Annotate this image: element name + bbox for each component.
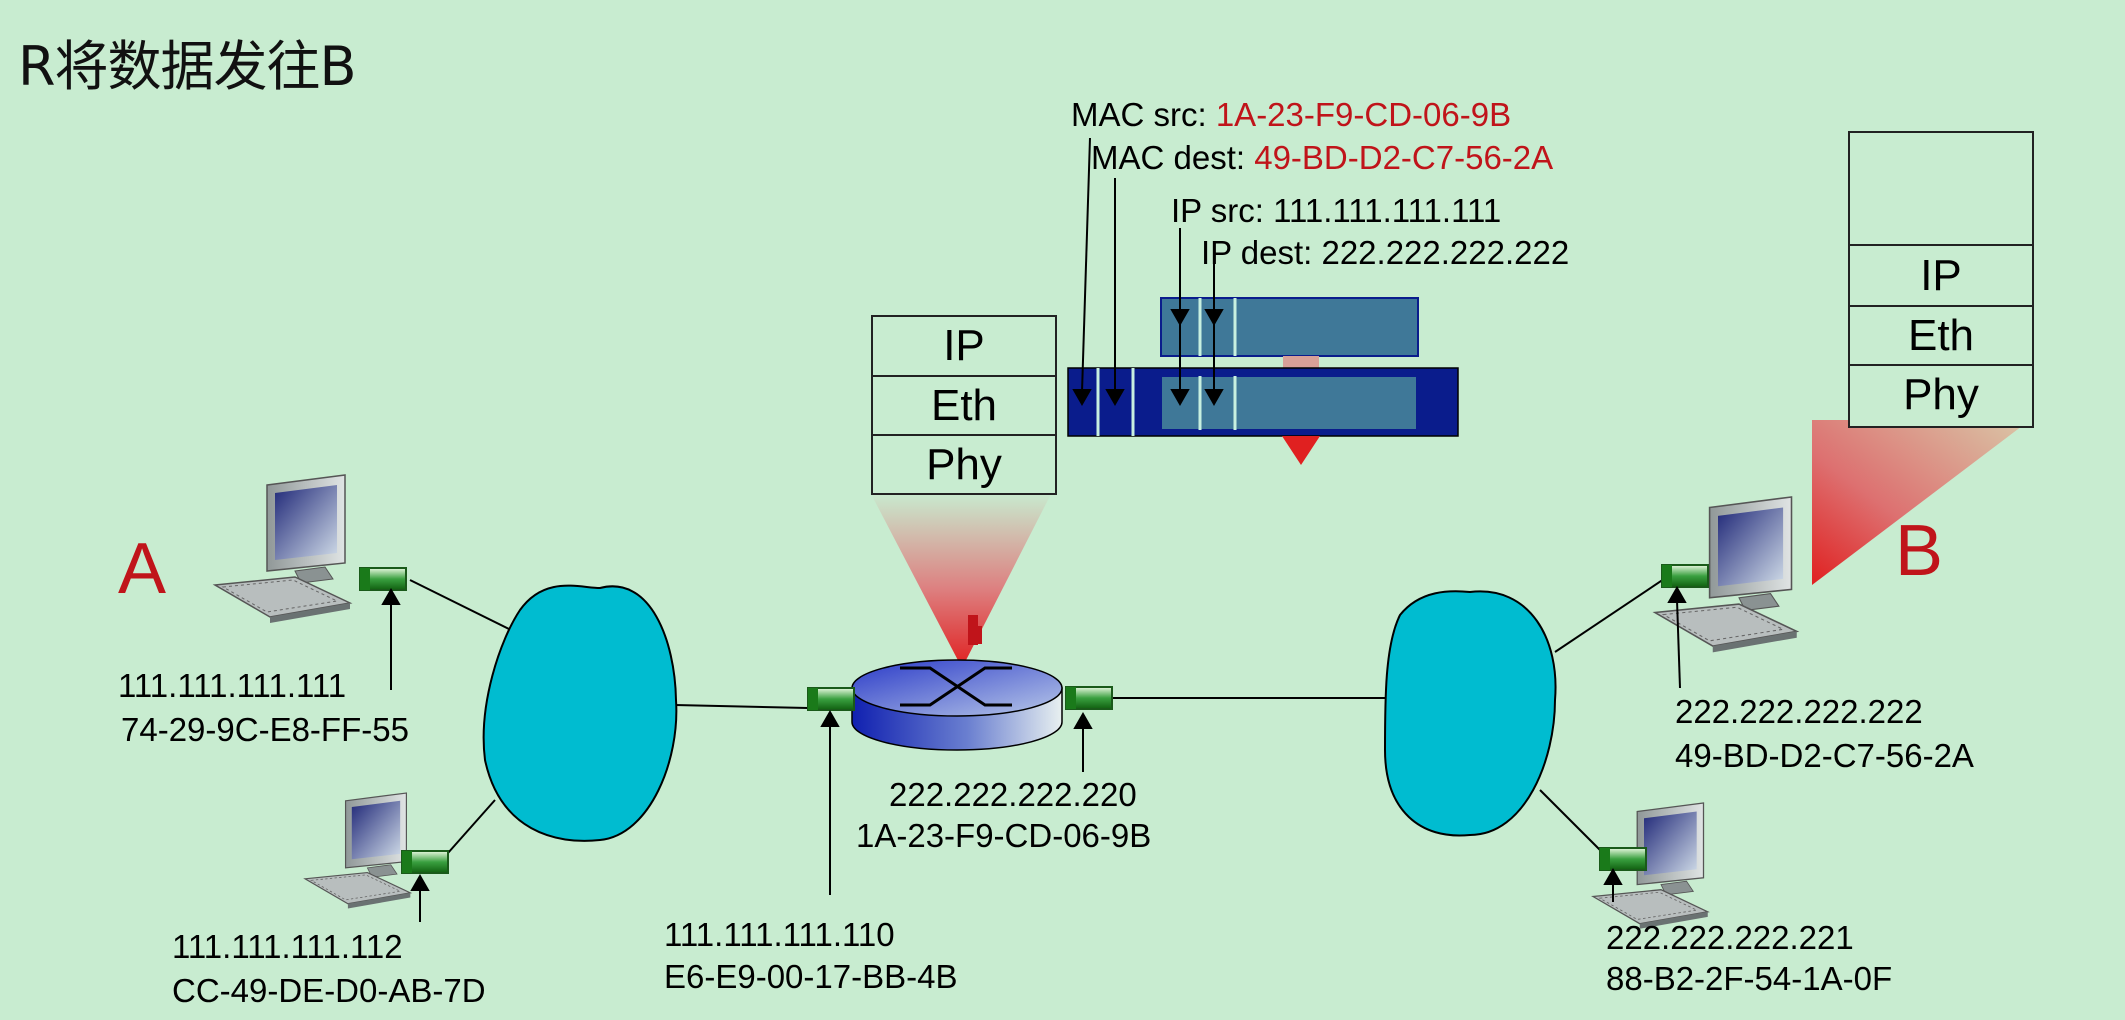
host-a2-interface[interactable] [401,850,449,874]
stack-layer-ip: IP [1850,244,2032,305]
mac-dest-header: MAC dest: 49-BD-D2-C7-56-2A [1091,138,1553,178]
host-a-ip: 111.111.111.111 [118,667,347,704]
host-a2-computer[interactable] [304,792,411,910]
stack-layer-app [1850,133,2032,244]
host-a-interface[interactable] [359,567,407,591]
stack-layer-eth: Eth [873,375,1055,434]
subnet-cloud-left [482,584,678,842]
router-right-interface[interactable] [1065,686,1113,710]
host-a-mac: 74-29-9C-E8-FF-55 [121,711,409,748]
host-a-label: A [118,529,167,609]
mac-src-value: 1A-23-F9-CD-06-9B [1215,96,1512,133]
router-stack-beam [870,492,1052,668]
stack-layer-ip: IP [943,321,985,370]
host-a2-ip: 111.111.111.112 [172,928,403,965]
mac-src-header: MAC src: 1A-23-F9-CD-06-9B [1071,95,1511,135]
router-left-interface[interactable] [807,687,855,711]
mac-dest-label: MAC dest: [1091,139,1255,176]
host-b-protocol-stack: IP Eth Phy [1848,131,2034,428]
host-b-interface[interactable] [1661,564,1709,588]
router[interactable] [851,659,1063,751]
host-b-ip: 222.222.222.222 [1675,693,1923,730]
router-left-ip: 111.111.111.110 [664,916,895,953]
mac-dest-value: 49-BD-D2-C7-56-2A [1254,139,1554,176]
router-right-mac: 1A-23-F9-CD-06-9B [856,817,1152,854]
ethernet-frame [1067,367,1459,437]
ip-src-header: IP src: 111.111.111.111 [1171,192,1502,229]
mac-src-label: MAC src: [1071,96,1216,133]
host-a2-mac: CC-49-DE-D0-AB-7D [172,972,486,1009]
host-b2-interface[interactable] [1599,847,1647,871]
host-a-computer[interactable] [214,474,351,624]
stack-layer-phy: Phy [873,434,1055,493]
router-left-mac: E6-E9-00-17-BB-4B [664,958,958,995]
header-pointers [1072,137,1224,407]
host-b-mac: 49-BD-D2-C7-56-2A [1675,737,1974,774]
stack-layer-phy: Phy [1850,364,2032,424]
stack-layer-eth: Eth [1850,305,2032,364]
host-b2-mac: 88-B2-2F-54-1A-0F [1606,960,1893,997]
interface-pointers [381,585,1687,922]
ip-datagram [1160,297,1419,357]
host-b-label: B [1895,511,1944,591]
network-links [409,574,1671,863]
subnet-cloud-right [1383,590,1557,837]
ip-dest-header: IP dest: 222.222.222.222 [1201,234,1570,271]
router-right-ip: 222.222.222.220 [889,776,1137,813]
router-protocol-stack: IP Eth Phy [871,315,1057,495]
host-b-stack-beam [1812,420,2030,585]
host-b2-ip: 222.222.222.221 [1606,919,1854,956]
page-title: R将数据发往B [18,35,357,98]
